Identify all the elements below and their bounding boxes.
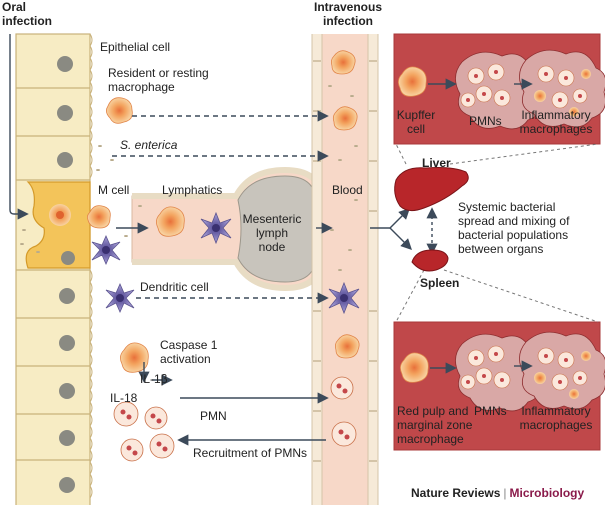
recruitment-label: Recruitment of PMNs bbox=[193, 446, 308, 460]
dashed-migration-arrows bbox=[112, 110, 329, 304]
bacteria bbox=[20, 85, 358, 271]
pmn-label: PMN bbox=[200, 409, 227, 423]
dendritic-cell-label: Dendritic cell bbox=[140, 280, 209, 294]
liver-organ bbox=[394, 167, 469, 212]
m-cell bbox=[25, 181, 91, 269]
il1b-label: IL-1β bbox=[140, 372, 168, 386]
dendritic-cells bbox=[91, 211, 360, 315]
journal-name: Nature Reviews bbox=[411, 486, 501, 500]
resident-macrophage bbox=[106, 97, 133, 124]
journal-credit: Nature Reviews|Microbiology bbox=[411, 486, 584, 500]
journal-section: Microbiology bbox=[509, 486, 585, 500]
panel-connectors bbox=[395, 143, 599, 323]
epithelial-cell-label: Epithelial cell bbox=[100, 40, 171, 54]
spleen-pmns-label: PMNs bbox=[474, 404, 507, 418]
oral-entry-arrow bbox=[9, 34, 29, 220]
spleen-panel bbox=[393, 321, 605, 451]
spleen-label: Spleen bbox=[420, 276, 460, 290]
m-cell-macrophage bbox=[86, 205, 111, 229]
lymphatic-macrophage bbox=[156, 206, 185, 237]
spleen-organ bbox=[411, 249, 449, 272]
liver-pmns-label: PMNs bbox=[469, 114, 502, 128]
blood-label: Blood bbox=[332, 183, 363, 197]
liver-panel bbox=[393, 33, 605, 145]
epithelium bbox=[15, 33, 93, 505]
lymphatic-vessel bbox=[131, 166, 325, 292]
lymphatics-label: Lymphatics bbox=[162, 183, 223, 197]
pmn-cells bbox=[113, 376, 357, 462]
il18-label: IL-18 bbox=[110, 391, 138, 405]
pmn-nuclei bbox=[120, 383, 350, 456]
caspase-macrophage bbox=[120, 342, 149, 373]
liver-label: Liver bbox=[422, 156, 451, 170]
solid-arrows bbox=[116, 207, 438, 446]
blood-macrophages bbox=[330, 50, 360, 359]
m-cell-label: M cell bbox=[98, 183, 130, 197]
footer-separator: | bbox=[503, 486, 507, 500]
s-enterica-label: S. enterica bbox=[120, 138, 178, 152]
